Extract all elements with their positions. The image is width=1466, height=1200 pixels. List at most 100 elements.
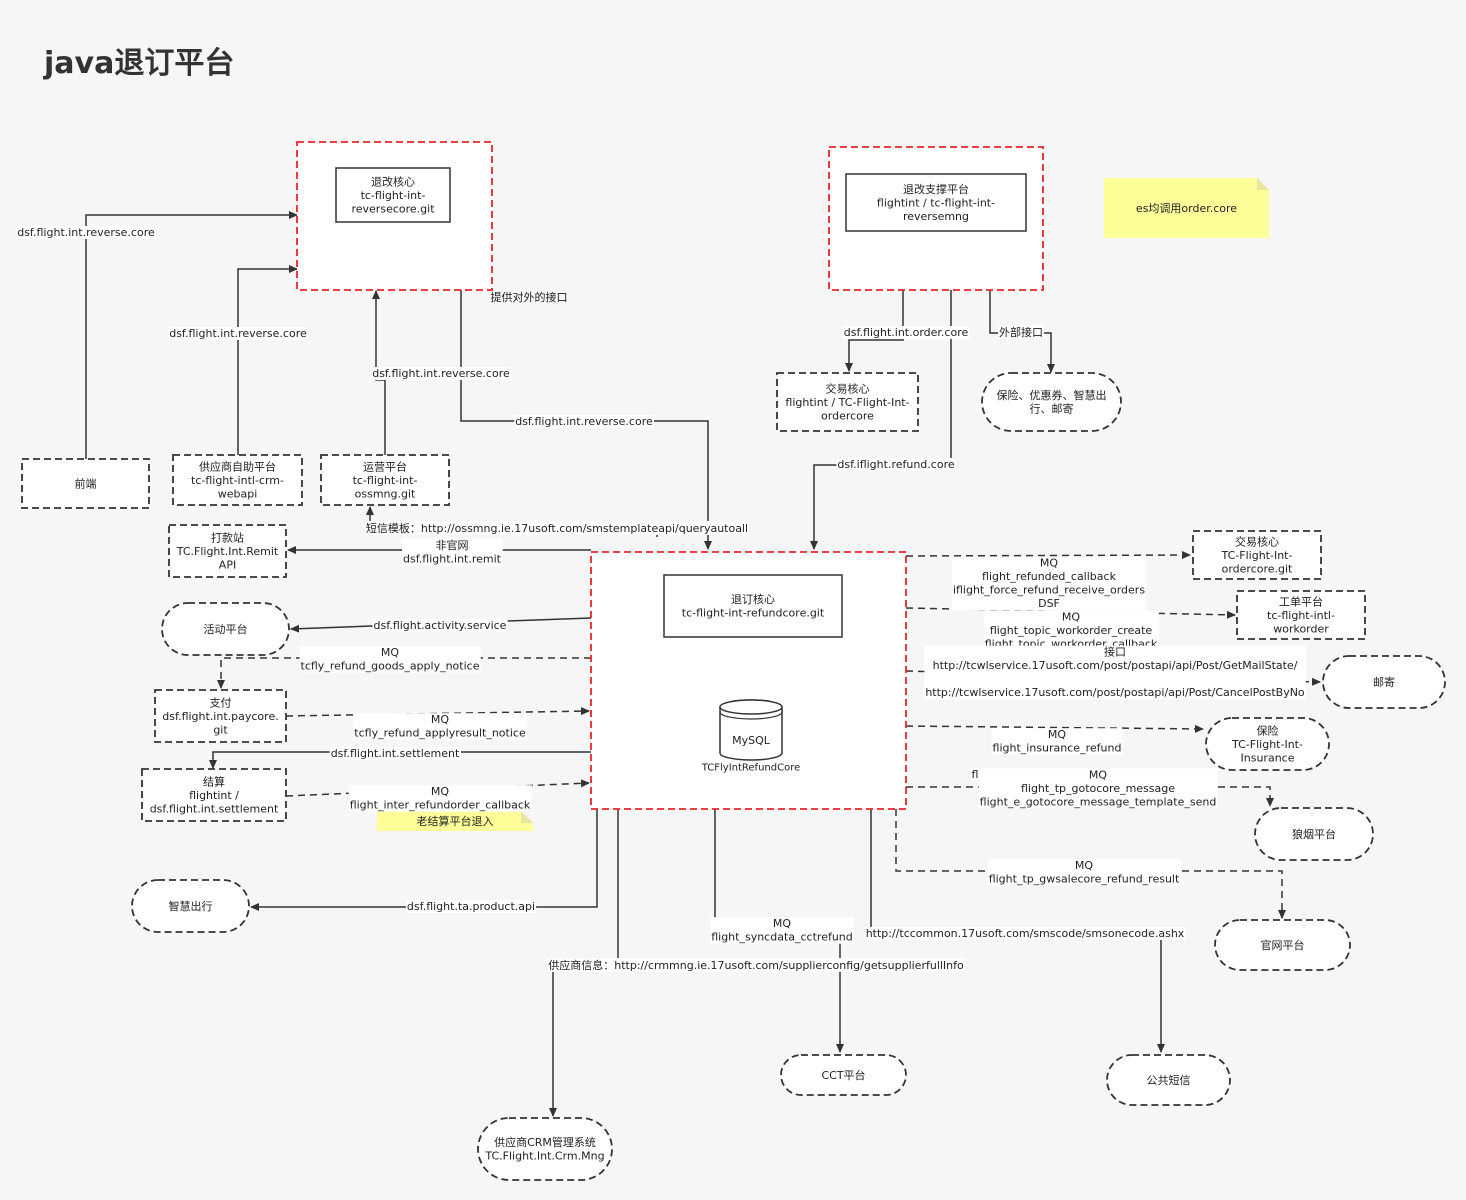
edge-label-workorder-mq-text: flight_topic_workorder_create bbox=[990, 624, 1153, 637]
edge-label-external-api: 提供对外的接口 bbox=[491, 290, 568, 304]
node-sms[interactable]: 公共短信 bbox=[1106, 1054, 1231, 1106]
edge-label-front-reverse: dsf.flight.int.reverse.core bbox=[16, 225, 156, 239]
ops-platform-text: 运营平台 bbox=[363, 459, 407, 473]
website-text: 官网平台 bbox=[1261, 938, 1305, 952]
remit-text: API bbox=[219, 558, 236, 571]
node-langyan[interactable]: 狼烟平台 bbox=[1254, 807, 1374, 861]
edge-label-front-reverse-text: dsf.flight.int.reverse.core bbox=[17, 226, 155, 239]
edge-label-gotocore-text: flight_e_gotocore_message_template_send bbox=[980, 795, 1217, 808]
edge-label-remit-text: 非官网 bbox=[436, 538, 469, 552]
edge-label-gotocore: MQflight_tp_gotocore_messageflight_e_got… bbox=[978, 768, 1218, 809]
insurance-text: 保险 bbox=[1257, 723, 1279, 737]
sms-text: 公共短信 bbox=[1147, 1073, 1191, 1087]
edge-label-order-core: dsf.flight.int.order.core bbox=[842, 325, 970, 339]
page-title: java退订平台 bbox=[44, 46, 235, 81]
cct-text: CCT平台 bbox=[821, 1068, 865, 1082]
edge-label-mail-api: 接口http://tcwlservice.17usoft.com/post/po… bbox=[924, 645, 1306, 700]
ops-platform-text: ossmng.git bbox=[355, 487, 416, 500]
node-insurance-coupon[interactable]: 保险、优惠券、智慧出行、邮寄 bbox=[981, 372, 1122, 432]
edge-label-ops-reverse-text: dsf.flight.int.reverse.core bbox=[372, 367, 510, 380]
node-smart-travel[interactable]: 智慧出行 bbox=[131, 879, 250, 933]
edge-refund-smart bbox=[250, 809, 598, 911]
node-mail[interactable]: 邮寄 bbox=[1322, 655, 1446, 709]
edge-supplier-reverse bbox=[237, 265, 298, 455]
node-frontend[interactable]: 前端 bbox=[21, 458, 150, 509]
edge-label-ta-product-text: dsf.flight.ta.product.api bbox=[407, 900, 535, 913]
edge-label-mail-api-text: http://tcwlservice.17usoft.com/post/post… bbox=[933, 659, 1298, 672]
reverse-core-text: tc-flight-int- bbox=[361, 189, 426, 202]
crm-text: TC.Flight.Int.Crm.Mng bbox=[484, 1150, 604, 1163]
edge-refund-insurance bbox=[905, 724, 1204, 733]
node-cct[interactable]: CCT平台 bbox=[780, 1054, 907, 1096]
insurance-text: TC-Flight-Int- bbox=[1231, 738, 1303, 751]
workorder-text: workorder bbox=[1273, 622, 1329, 635]
remit-text: TC.Flight.Int.Remit bbox=[176, 545, 279, 558]
pay-text: dsf.flight.int.paycore. bbox=[162, 710, 278, 723]
edge-label-iflight-refund-text: dsf.iflight.refund.core bbox=[837, 458, 954, 471]
edge-label-activity-service: dsf.flight.activity.service bbox=[372, 618, 508, 632]
refund-core-text: 退订核心 bbox=[731, 592, 775, 606]
edge-label-iflight-refund: dsf.iflight.refund.core bbox=[836, 457, 956, 471]
edge-label-external-api-text: 提供对外的接口 bbox=[491, 290, 568, 304]
reverse-mng-text: reversemng bbox=[903, 210, 969, 223]
insurance-coupon-text: 保险、优惠券、智慧出 bbox=[997, 388, 1107, 402]
edge-label-refunded-callback: MQflight_refunded_callbackiflight_force_… bbox=[951, 556, 1147, 611]
edge-label-ops-reverse: dsf.flight.int.reverse.core bbox=[371, 366, 511, 380]
edge-label-goods-apply-text: tcfly_refund_goods_apply_notice bbox=[301, 660, 480, 673]
edge-label-smsonecode-text: http://tccommon.17usoft.com/smscode/smso… bbox=[866, 927, 1185, 940]
edge-label-supplier-info: 供应商信息：http://crmmng.ie.17usoft.com/suppl… bbox=[547, 957, 966, 972]
edge-label-refunded-callback-text: MQ bbox=[1040, 557, 1058, 570]
reverse-core-text: 退改核心 bbox=[371, 174, 415, 188]
insurance-coupon-text: 行、邮寄 bbox=[1030, 402, 1074, 416]
edge-label-gotocore-text: flight_tp_gotocore_message bbox=[1021, 782, 1175, 795]
settlement-note-text: 老结算平台退入 bbox=[417, 814, 494, 828]
edge-label-gwsalecore-text: flight_tp_gwsalecore_refund_result bbox=[989, 873, 1180, 886]
node-website[interactable]: 官网平台 bbox=[1214, 919, 1351, 971]
insurance-text: Insurance bbox=[1241, 751, 1295, 764]
edge-label-apply-result-text: tcfly_refund_applyresult_notice bbox=[354, 727, 526, 740]
edge-label-workorder-mq-text: MQ bbox=[1062, 610, 1080, 623]
edge-label-cctrefund-text: MQ bbox=[773, 917, 791, 930]
edge-label-supplier-reverse: dsf.flight.int.reverse.core bbox=[168, 326, 308, 340]
remit-text: 打款站 bbox=[211, 530, 244, 544]
edge-label-ta-product: dsf.flight.ta.product.api bbox=[405, 899, 537, 913]
edge-label-core-reverse-text: dsf.flight.int.reverse.core bbox=[515, 415, 653, 428]
ops-platform-text: tc-flight-int- bbox=[353, 474, 418, 487]
edge-pay-refund-mq bbox=[285, 707, 590, 717]
node-activity[interactable]: 活动平台 bbox=[161, 602, 290, 656]
edge-label-cctrefund-text: flight_syncdata_cctrefund bbox=[711, 931, 853, 944]
reverse-mng-text: 退改支撑平台 bbox=[903, 182, 969, 196]
refund-core-text: tc-flight-int-refundcore.git bbox=[682, 607, 825, 620]
frontend-text: 前端 bbox=[75, 476, 97, 490]
node-es-note: es均调用order.core bbox=[1104, 178, 1269, 238]
mail-text: 邮寄 bbox=[1373, 675, 1395, 689]
supplier-platform-text: webapi bbox=[218, 487, 258, 500]
edge-label-supplier-info-text: 供应商信息：http://crmmng.ie.17usoft.com/suppl… bbox=[548, 958, 964, 972]
edge-label-gotocore-text: MQ bbox=[1089, 768, 1107, 781]
trade-core-right-text: TC-Flight-Int- bbox=[1221, 549, 1293, 562]
crm-text: 供应商CRM管理系统 bbox=[494, 1135, 596, 1149]
edge-label-inter-refund-text: flight_inter_refundorder_callback bbox=[350, 799, 531, 812]
edge-label-order-core-text: dsf.flight.int.order.core bbox=[844, 326, 969, 339]
